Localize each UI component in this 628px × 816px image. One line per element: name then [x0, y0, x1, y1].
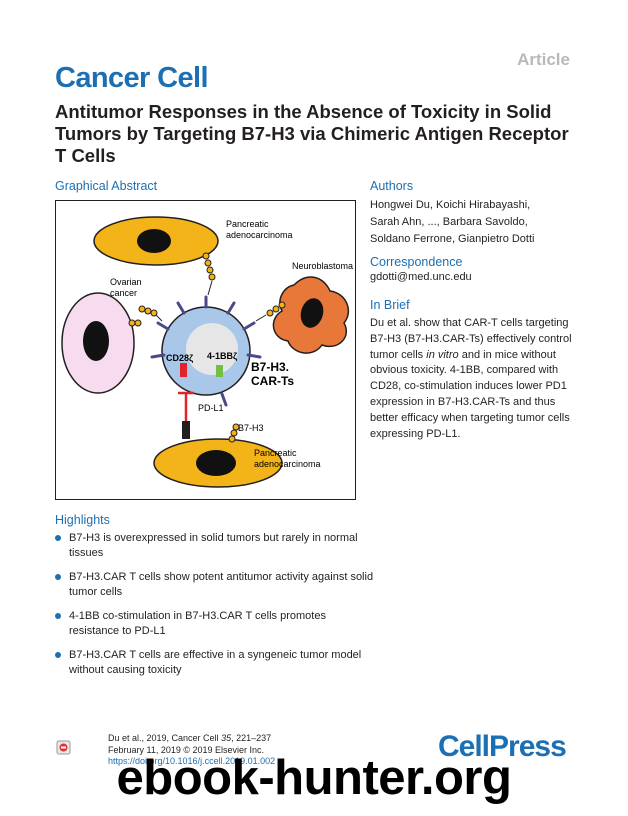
highlights-list: B7-H3 is overexpressed in solid tumors b… — [55, 531, 375, 687]
label-cart-line2: CAR-Ts — [251, 374, 294, 388]
label-4-1bb: 4-1BBζ — [207, 351, 237, 361]
journal-title: Cancer Cell — [55, 62, 209, 94]
label-pancreatic-top-line2: adenocarcinoma — [226, 230, 293, 240]
authors-list: Hongwei Du, Koichi Hirabayashi, Sarah Ah… — [370, 197, 585, 248]
receptor-links — [155, 280, 267, 322]
highlight-text: B7-H3 is overexpressed in solid tumors b… — [69, 532, 358, 559]
citation-volume: 35 — [221, 733, 232, 743]
bullet-icon — [55, 613, 61, 619]
in-brief-part: and in mice without obvious toxicity. 4-… — [370, 348, 570, 440]
in-brief-italic: in vitro — [426, 348, 459, 361]
label-cd28: CD28ζ — [166, 353, 193, 363]
label-b7h3: B7-H3 — [238, 423, 264, 433]
label-pancreatic-bottom-line2: adenocarcinoma — [254, 459, 321, 469]
bullet-icon — [55, 535, 61, 541]
label-neuroblastoma: Neuroblastoma — [292, 261, 353, 271]
citation-text: Du et al., 2019, Cancer Cell — [108, 733, 222, 743]
pdl1-ligand — [182, 421, 190, 439]
in-brief-part: Du et al. show that CAR-T cells targetin… — [370, 317, 572, 361]
b7h3-receptor-chains — [128, 252, 286, 443]
graphical-abstract-heading: Graphical Abstract — [55, 179, 158, 193]
nucleus — [83, 321, 109, 361]
label-cart: B7-H3. — [251, 360, 289, 374]
citation-line: Du et al., 2019, Cancer Cell 35, 221–237 — [108, 733, 275, 745]
article-type-label: Article — [517, 50, 570, 69]
highlights-heading: Highlights — [55, 513, 110, 527]
label-ovarian: Ovarian — [110, 277, 142, 287]
graphical-abstract-figure: Pancreatic adenocarcinoma Neuroblastoma … — [55, 200, 356, 500]
cellpress-logo: CellPress — [438, 730, 567, 763]
label-pdl1: PD-L1 — [198, 403, 224, 413]
highlight-text: B7-H3.CAR T cells show potent antitumor … — [69, 571, 374, 598]
nucleus — [137, 229, 171, 253]
authors-line: Soldano Ferrone, Gianpietro Dotti — [370, 233, 535, 245]
cd28-domain — [180, 363, 187, 377]
car-t-cell-nucleus — [186, 323, 238, 375]
bullet-icon — [55, 652, 61, 658]
check-for-updates-icon[interactable] — [56, 740, 71, 755]
citation-date: February 11, 2019 © 2019 Elsevier Inc. — [108, 744, 265, 755]
doi-link[interactable]: https://doi.org/10.1016/j.ccell.2019.01.… — [108, 756, 276, 766]
in-brief-heading: In Brief — [370, 298, 410, 312]
authors-heading: Authors — [370, 179, 414, 193]
authors-line: Hongwei Du, Koichi Hirabayashi, — [370, 199, 531, 211]
authors-line: Sarah Ahn, ..., Barbara Savoldo, — [370, 216, 528, 228]
label-pancreatic-bottom: Pancreatic — [254, 448, 297, 458]
citation-block: Du et al., 2019, Cancer Cell 35, 221–237… — [108, 733, 275, 768]
highlight-item: 4-1BB co-stimulation in B7-H3.CAR T cell… — [55, 609, 375, 638]
highlight-item: B7-H3.CAR T cells show potent antitumor … — [55, 570, 375, 599]
car-receptors — [150, 295, 262, 407]
highlight-text: 4-1BB co-stimulation in B7-H3.CAR T cell… — [69, 610, 326, 637]
highlight-item: B7-H3.CAR T cells are effective in a syn… — [55, 648, 375, 677]
in-brief-text: Du et al. show that CAR-T cells targetin… — [370, 316, 575, 442]
graphical-abstract-illustration: Pancreatic adenocarcinoma Neuroblastoma … — [61, 216, 353, 488]
watermark: ebook-hunter.org — [116, 751, 512, 805]
nucleus — [300, 298, 324, 328]
citation-pages: , 221–237 — [231, 733, 272, 743]
highlight-item: B7-H3 is overexpressed in solid tumors b… — [55, 531, 375, 560]
label-pancreatic-top: Pancreatic — [226, 219, 269, 229]
paper-title: Antitumor Responses in the Absence of To… — [55, 101, 569, 166]
bullet-icon — [55, 574, 61, 580]
correspondence-heading: Correspondence — [370, 255, 463, 269]
highlight-text: B7-H3.CAR T cells are effective in a syn… — [69, 649, 362, 676]
label-ovarian-line2: cancer — [110, 288, 137, 298]
4-1bb-domain — [216, 365, 223, 377]
nucleus — [196, 450, 236, 476]
correspondence-email[interactable]: gdotti@med.unc.edu — [370, 271, 472, 283]
